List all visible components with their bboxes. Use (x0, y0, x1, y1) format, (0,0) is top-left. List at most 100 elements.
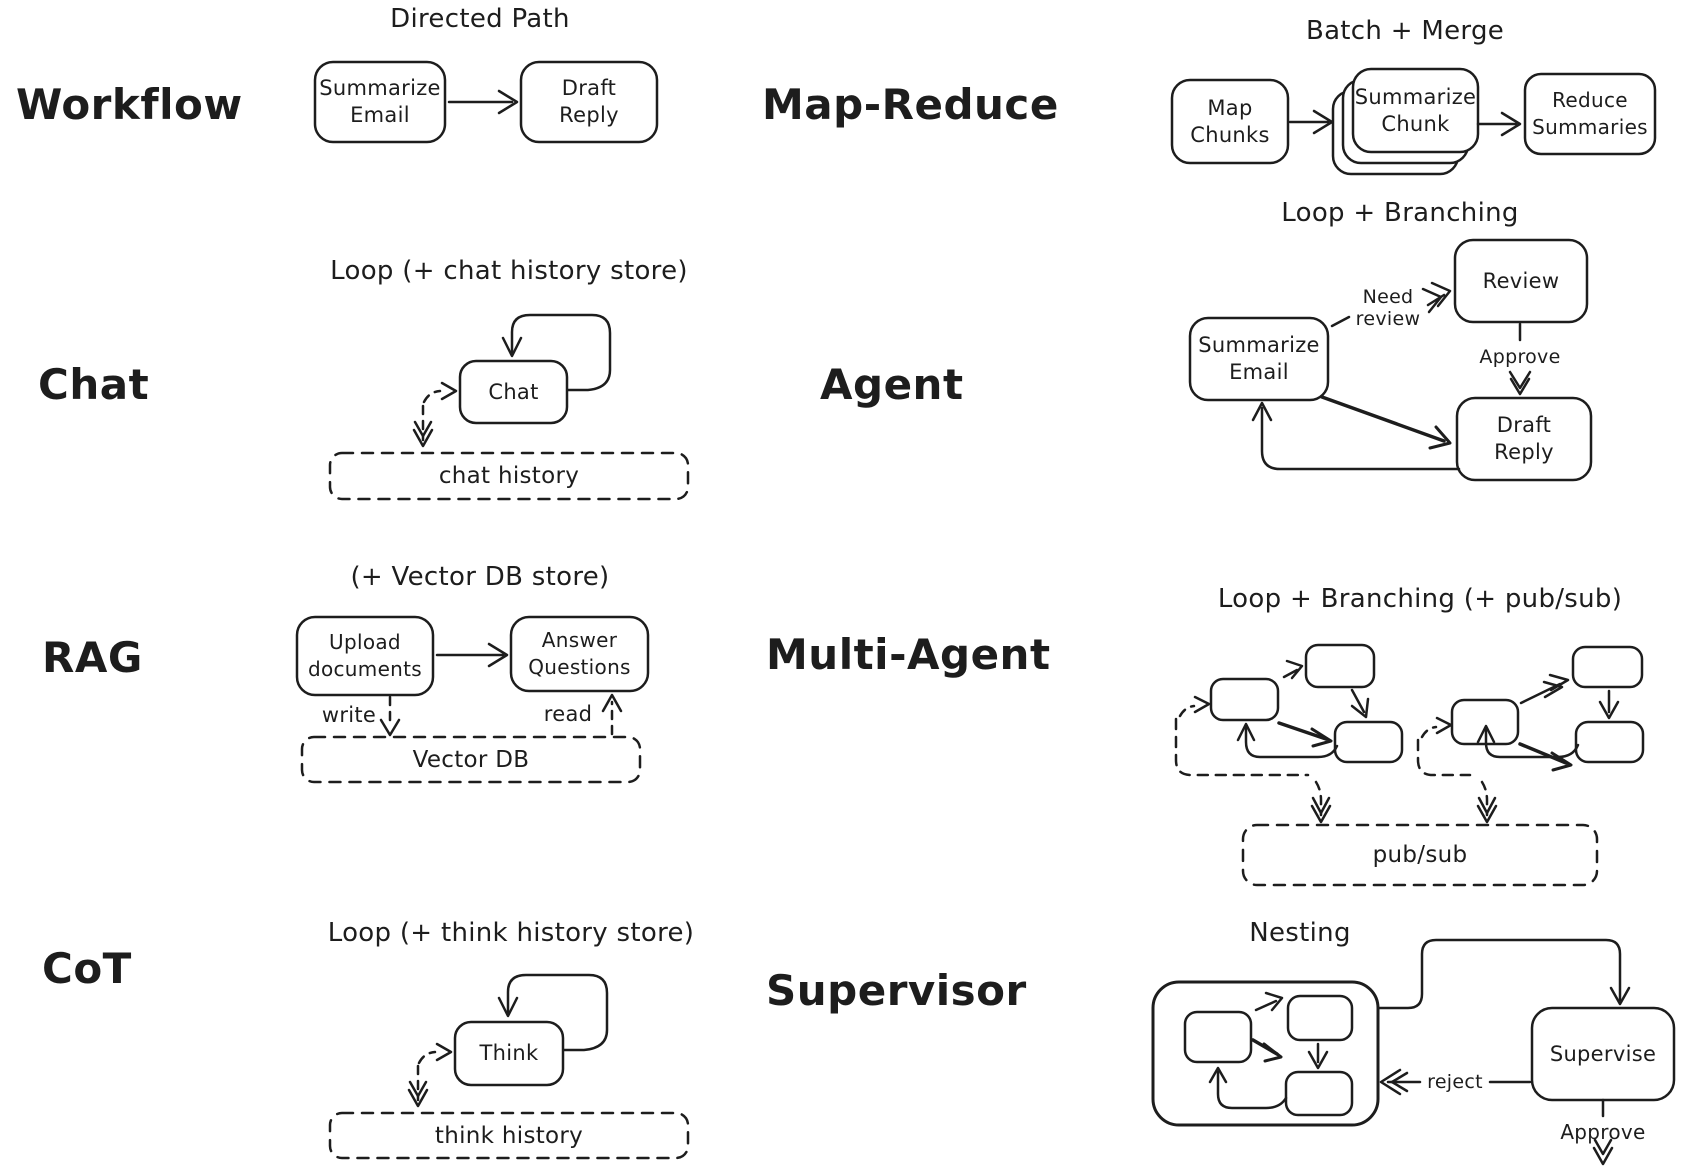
agent-summarize-email-box (1190, 318, 1328, 400)
rag-diagram (297, 617, 648, 782)
review-box (1455, 240, 1587, 322)
cluster1-entry-arrowhead (1195, 697, 1209, 712)
agent-draft-reply-box (1457, 398, 1591, 480)
chat-entry-arrowhead (442, 383, 456, 399)
cluster1-pubsub-dashed (1176, 719, 1308, 775)
map-reduce-title: Batch + Merge (1305, 16, 1505, 46)
chunk-to-reduce-arrow (1478, 113, 1520, 135)
workflow-draft-reply-box (521, 62, 657, 142)
multi-agent-diagram (1176, 645, 1643, 885)
container-to-supervise-arrowhead (1611, 988, 1629, 1004)
approve-edge-label: Approve (1479, 346, 1561, 368)
chat-label: Chat (38, 360, 150, 409)
answer-questions-box (511, 617, 648, 691)
supervisor-diagram (1153, 940, 1674, 1164)
supervisor-approve-edge-label: Approve (1560, 1120, 1646, 1144)
map-to-chunk-arrow (1290, 111, 1332, 133)
cluster1-bottom-box (1335, 722, 1402, 762)
reject-arrowhead (1381, 1070, 1407, 1094)
workflow-diagram (315, 62, 657, 142)
need-review-arrow (1423, 283, 1450, 312)
nested-loop-arrowhead (1210, 1068, 1226, 1082)
nested-top-to-bottom-arrow (1309, 1044, 1327, 1068)
vector-db-box (302, 737, 640, 782)
think-box (455, 1022, 563, 1085)
chat-title: Loop (+ chat history store) (330, 256, 688, 286)
draft-to-summarize-loop (1262, 408, 1459, 469)
need-review-tick (1332, 317, 1349, 326)
think-store-arrowhead (409, 1082, 427, 1106)
map-reduce-diagram (1172, 69, 1655, 174)
workflow-label: Workflow (16, 80, 243, 129)
workflow-arrowhead (499, 91, 517, 113)
chat-store-arrowhead (414, 422, 432, 446)
read-edge-label: read (543, 702, 593, 726)
think-loop-arrowhead (499, 998, 517, 1016)
cluster2-pubsub-drop-dashed (1482, 782, 1487, 815)
cluster1-loop (1246, 727, 1337, 757)
cluster1-left-to-bottom-arrowhead (1312, 729, 1331, 746)
cluster2-bottom-box (1576, 722, 1643, 762)
chat-box (460, 361, 567, 423)
summarize-to-draft-arrow (1322, 397, 1444, 441)
chat-history-label: chat history (438, 463, 580, 489)
workflow-summarize-email-box (315, 62, 445, 142)
upload-documents-box (297, 617, 433, 695)
summarize-to-draft-arrowhead (1430, 427, 1450, 448)
pubsub-label: pub/sub (1372, 842, 1468, 868)
summarize-chunk-box (1353, 69, 1478, 152)
think-history-label: think history (434, 1122, 584, 1149)
write-arrowhead (381, 720, 399, 735)
think-loop (508, 975, 607, 1050)
cluster2-pubsub-dashed (1418, 740, 1470, 775)
cluster1-left-box (1211, 679, 1278, 720)
think-entry-arrowhead (437, 1044, 451, 1060)
nested-loop (1218, 1072, 1286, 1108)
chat-entry-dashed (424, 391, 440, 402)
cluster1-left-to-bottom-arrow (1279, 723, 1326, 739)
chat-loop-arrowhead (503, 338, 521, 356)
read-arrowhead (603, 695, 621, 711)
agent-label: Agent (820, 360, 964, 409)
cluster2-top-to-bottom-arrow (1600, 691, 1618, 718)
cot-diagram (330, 975, 688, 1158)
cluster1-pubsub-arrowhead (1312, 798, 1330, 822)
reject-edge-label: reject (1427, 1071, 1483, 1093)
rag-label: RAG (42, 633, 143, 682)
cluster2-pubsub-arrowhead (1478, 798, 1496, 822)
chat-loop (512, 315, 610, 390)
cot-label: CoT (42, 944, 132, 993)
agent-title: Loop + Branching (1281, 198, 1519, 228)
chat-diagram (330, 315, 688, 499)
nested-left-to-bottom-arrowhead (1264, 1044, 1281, 1061)
cluster1-pubsub-drop-dashed (1316, 782, 1321, 815)
cluster1-loop-arrowhead (1238, 724, 1254, 740)
cluster1-left-to-top-arrow (1284, 661, 1302, 678)
agent-diagram (1190, 240, 1591, 480)
cluster2-left-to-top-arrow (1521, 675, 1568, 703)
cluster1-top-box (1306, 645, 1374, 687)
reduce-summaries-box (1525, 74, 1655, 154)
cluster2-entry-arrowhead (1437, 718, 1451, 733)
pubsub-box (1243, 825, 1597, 885)
think-entry-dashed (419, 1052, 435, 1063)
supervisor-title: Nesting (1249, 918, 1351, 948)
supervise-label: Supervise (1549, 1041, 1657, 1066)
approve-arrowhead (1594, 1140, 1612, 1164)
upload-to-answer-arrow (437, 644, 507, 666)
cluster2-loop-arrowhead (1478, 726, 1494, 742)
supervisor-label: Supervisor (766, 966, 1027, 1015)
nested-bottom-box (1286, 1072, 1352, 1115)
cluster2-left-to-bottom-arrow (1520, 744, 1566, 763)
cluster2-loop (1486, 729, 1578, 757)
